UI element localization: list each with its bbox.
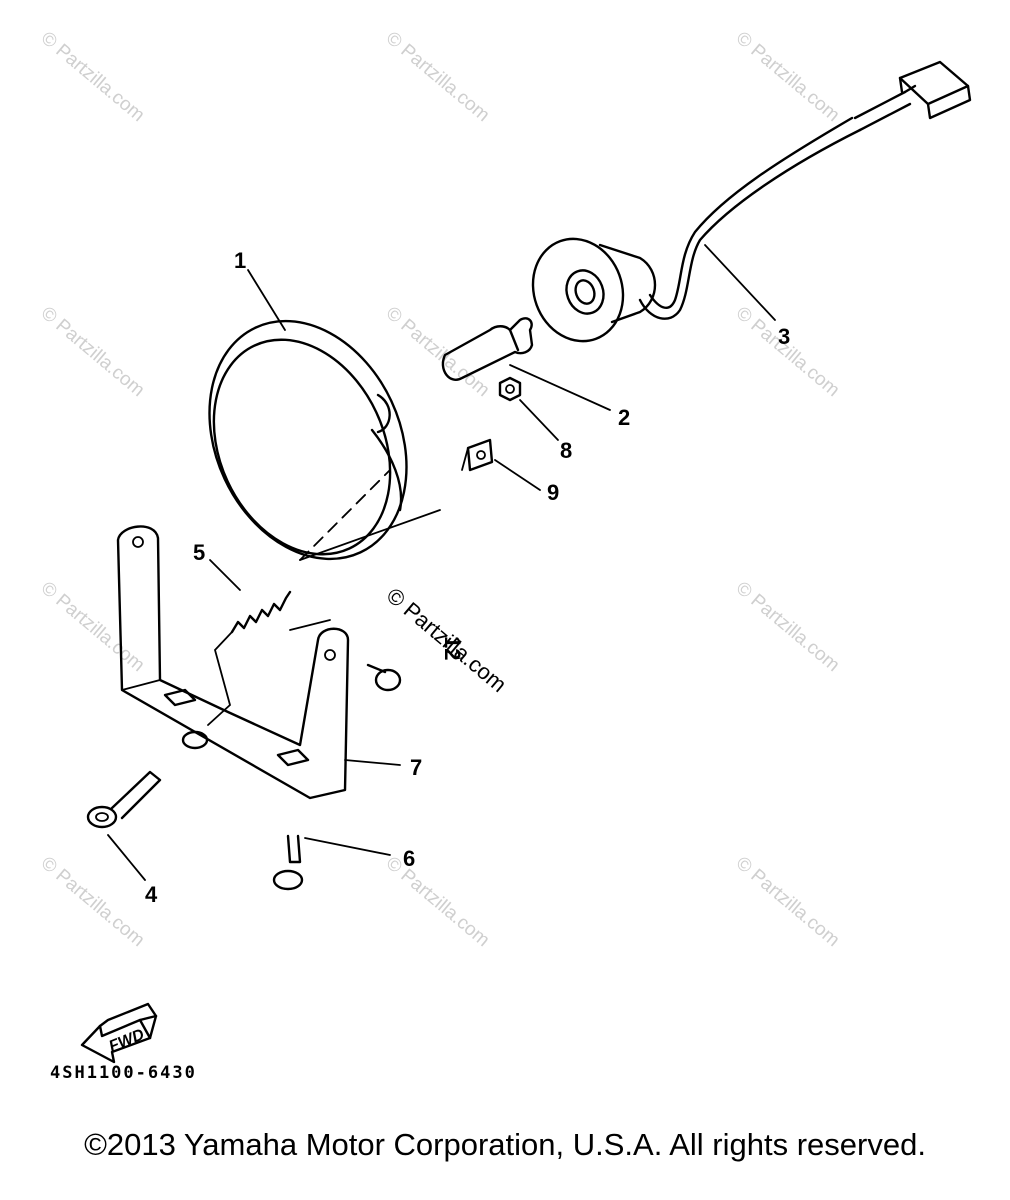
- callout-labels: 1 2 3 4 5 6 7 8 9 12: [145, 248, 790, 907]
- nut: [498, 376, 522, 402]
- clamp: [461, 438, 494, 472]
- watermark: © Partzilla.com: [382, 853, 494, 951]
- headlight-lens: [208, 319, 441, 561]
- watermark: © Partzilla.com: [382, 28, 494, 126]
- fwd-arrow-icon: FWD: [80, 1002, 158, 1064]
- watermark: © Partzilla.com: [732, 28, 844, 126]
- watermark: © Partzilla.com: [732, 303, 844, 401]
- callout-1: 1: [234, 248, 246, 273]
- watermark: © Partzilla.com: [732, 853, 844, 951]
- callout-2: 2: [618, 405, 630, 430]
- headlight-bulb: [441, 317, 534, 381]
- callout-4: 4: [145, 882, 158, 907]
- watermark: © Partzilla.com: [732, 578, 844, 676]
- part-code: 4SH1100-6430: [50, 1063, 197, 1083]
- socket-harness: [531, 60, 972, 343]
- bracket: [116, 525, 350, 800]
- copyright-notice: ©2013 Yamaha Motor Corporation, U.S.A. A…: [84, 1127, 926, 1162]
- leader-lines: [107, 244, 776, 881]
- callout-8: 8: [560, 438, 572, 463]
- callout-5: 5: [193, 540, 205, 565]
- watermark: © Partzilla.com: [37, 28, 149, 126]
- bolt: [86, 770, 162, 829]
- callout-7: 7: [410, 755, 422, 780]
- flange-bolt: [272, 834, 304, 891]
- callout-6: 6: [403, 846, 415, 871]
- spring: [207, 590, 292, 726]
- watermark: © Partzilla.com: [37, 853, 149, 951]
- watermark-grid: © Partzilla.com © Partzilla.com © Partzi…: [37, 28, 844, 951]
- screw: [366, 663, 402, 692]
- watermark: © Partzilla.com: [382, 303, 494, 401]
- watermark: © Partzilla.com: [37, 303, 149, 401]
- callout-3: 3: [778, 324, 790, 349]
- callout-9: 9: [547, 480, 559, 505]
- watermark: © Partzilla.com: [37, 578, 149, 676]
- callout-12: 12: [440, 636, 465, 660]
